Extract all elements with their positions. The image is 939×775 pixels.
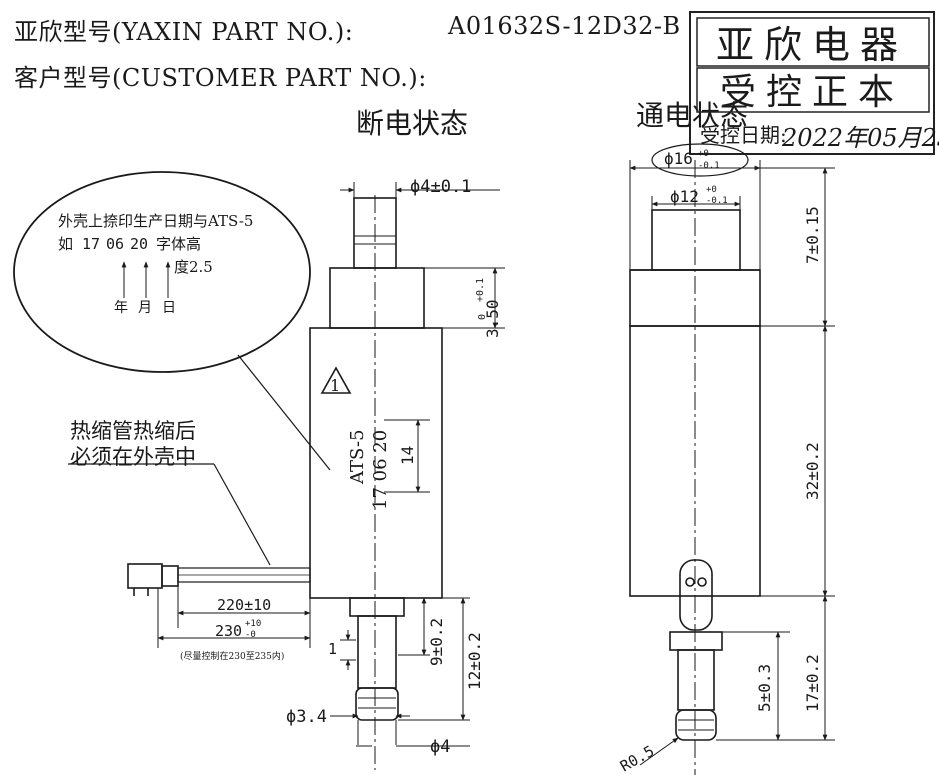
dim-plunger-5: 5±0.3: [755, 664, 774, 712]
note-day-value: 20: [130, 235, 148, 253]
note-height-label: 度2.5: [174, 258, 213, 276]
dim-marking-length: 14: [398, 446, 417, 465]
note-month-label: 月: [138, 300, 152, 316]
dim-gap-1: 1: [328, 640, 337, 658]
note-line-1: 外壳上捺印生产日期与ATS-5: [58, 212, 253, 230]
left-view: [13, 171, 505, 770]
shrink-note-line-2: 必须在外壳中: [70, 445, 196, 469]
dim-inner-dia-tol-low: -0.1: [706, 196, 728, 206]
stamp-line-2: 受控正本: [720, 72, 904, 113]
solenoid-body-energized: [629, 325, 761, 597]
note-month-value: 06: [106, 235, 124, 253]
dim-top-pin-dia: ϕ4±0.1: [410, 177, 471, 197]
note-line-2-suffix: 字体高: [156, 235, 201, 253]
view-title-on: 通电状态: [636, 99, 749, 132]
marking-date: 17 06 20: [370, 430, 391, 510]
revision-triangle: [320, 366, 352, 394]
right-view: [629, 143, 835, 775]
dim-wire-230: 230: [215, 622, 242, 640]
stamp-line-1: 亚欣电器: [716, 23, 908, 67]
right-view-labels: ϕ16 +0 -0.1 ϕ12 +0 -0.1 7±0.15 32±0.2 5±…: [617, 149, 822, 775]
customer-part-label: 客户型号(CUSTOMER PART NO.):: [14, 64, 427, 92]
dim-wire-230-tol-up: +10: [245, 619, 261, 629]
controlled-copy-stamp: 亚欣电器 受控正本 受控日期: 2022年05月23日: [689, 11, 939, 155]
dim-wire-230-tol-low: -0: [245, 630, 256, 640]
dim-stroke-9: 9±0.2: [427, 618, 446, 666]
shrink-note-line-1: 热缩管热缩后: [70, 419, 196, 443]
note-year-label: 年: [114, 300, 128, 316]
dim-shaft-12: 12±0.2: [465, 632, 484, 690]
left-view-labels: ϕ4±0.1 3.50 +0.1 0 14 ATS-5 17 06 20 1 2…: [58, 177, 502, 757]
dim-wire-220: 220±10: [217, 596, 271, 614]
stamp-date-label: 受控日期:: [700, 123, 787, 147]
wire-length-note: (尽量控制在230至235内): [180, 650, 284, 662]
revision-number: 1: [330, 376, 340, 395]
note-line-2-prefix: 如: [58, 235, 73, 253]
dim-top-length: 7±0.15: [803, 206, 822, 264]
marking-model: ATS-5: [347, 429, 368, 485]
stamp-date-value: 2022年05月23日: [781, 124, 939, 152]
dim-shaft-dia: ϕ3.4: [286, 707, 327, 727]
dim-cap-height-tol: +0.1: [475, 278, 486, 302]
note-year-value: 17: [82, 235, 100, 253]
dim-outer-dia-tol-up: +0: [698, 149, 709, 159]
date-note-bubble: [13, 171, 311, 373]
dim-cap-height-tol-low: 0: [477, 314, 488, 320]
yaxin-part-label: 亚欣型号(YAXIN PART NO.):: [14, 18, 354, 46]
view-title-off: 断电状态: [356, 107, 469, 140]
dim-inner-dia: ϕ12: [670, 187, 699, 206]
dim-outer-dia: ϕ16: [664, 149, 693, 168]
dim-body-length: 32±0.2: [803, 442, 822, 500]
dim-cap-height: 3.50: [483, 299, 502, 338]
dim-radius: R0.5: [617, 742, 657, 775]
dim-inner-dia-tol-up: +0: [706, 185, 717, 195]
dim-plunger-17: 17±0.2: [803, 654, 822, 712]
dim-bottom-dia: ϕ4: [430, 737, 450, 757]
note-day-label: 日: [162, 300, 176, 316]
dim-outer-dia-tol-low: -0.1: [698, 161, 720, 171]
yaxin-part-number: A01632S-12D32-B: [448, 12, 681, 40]
